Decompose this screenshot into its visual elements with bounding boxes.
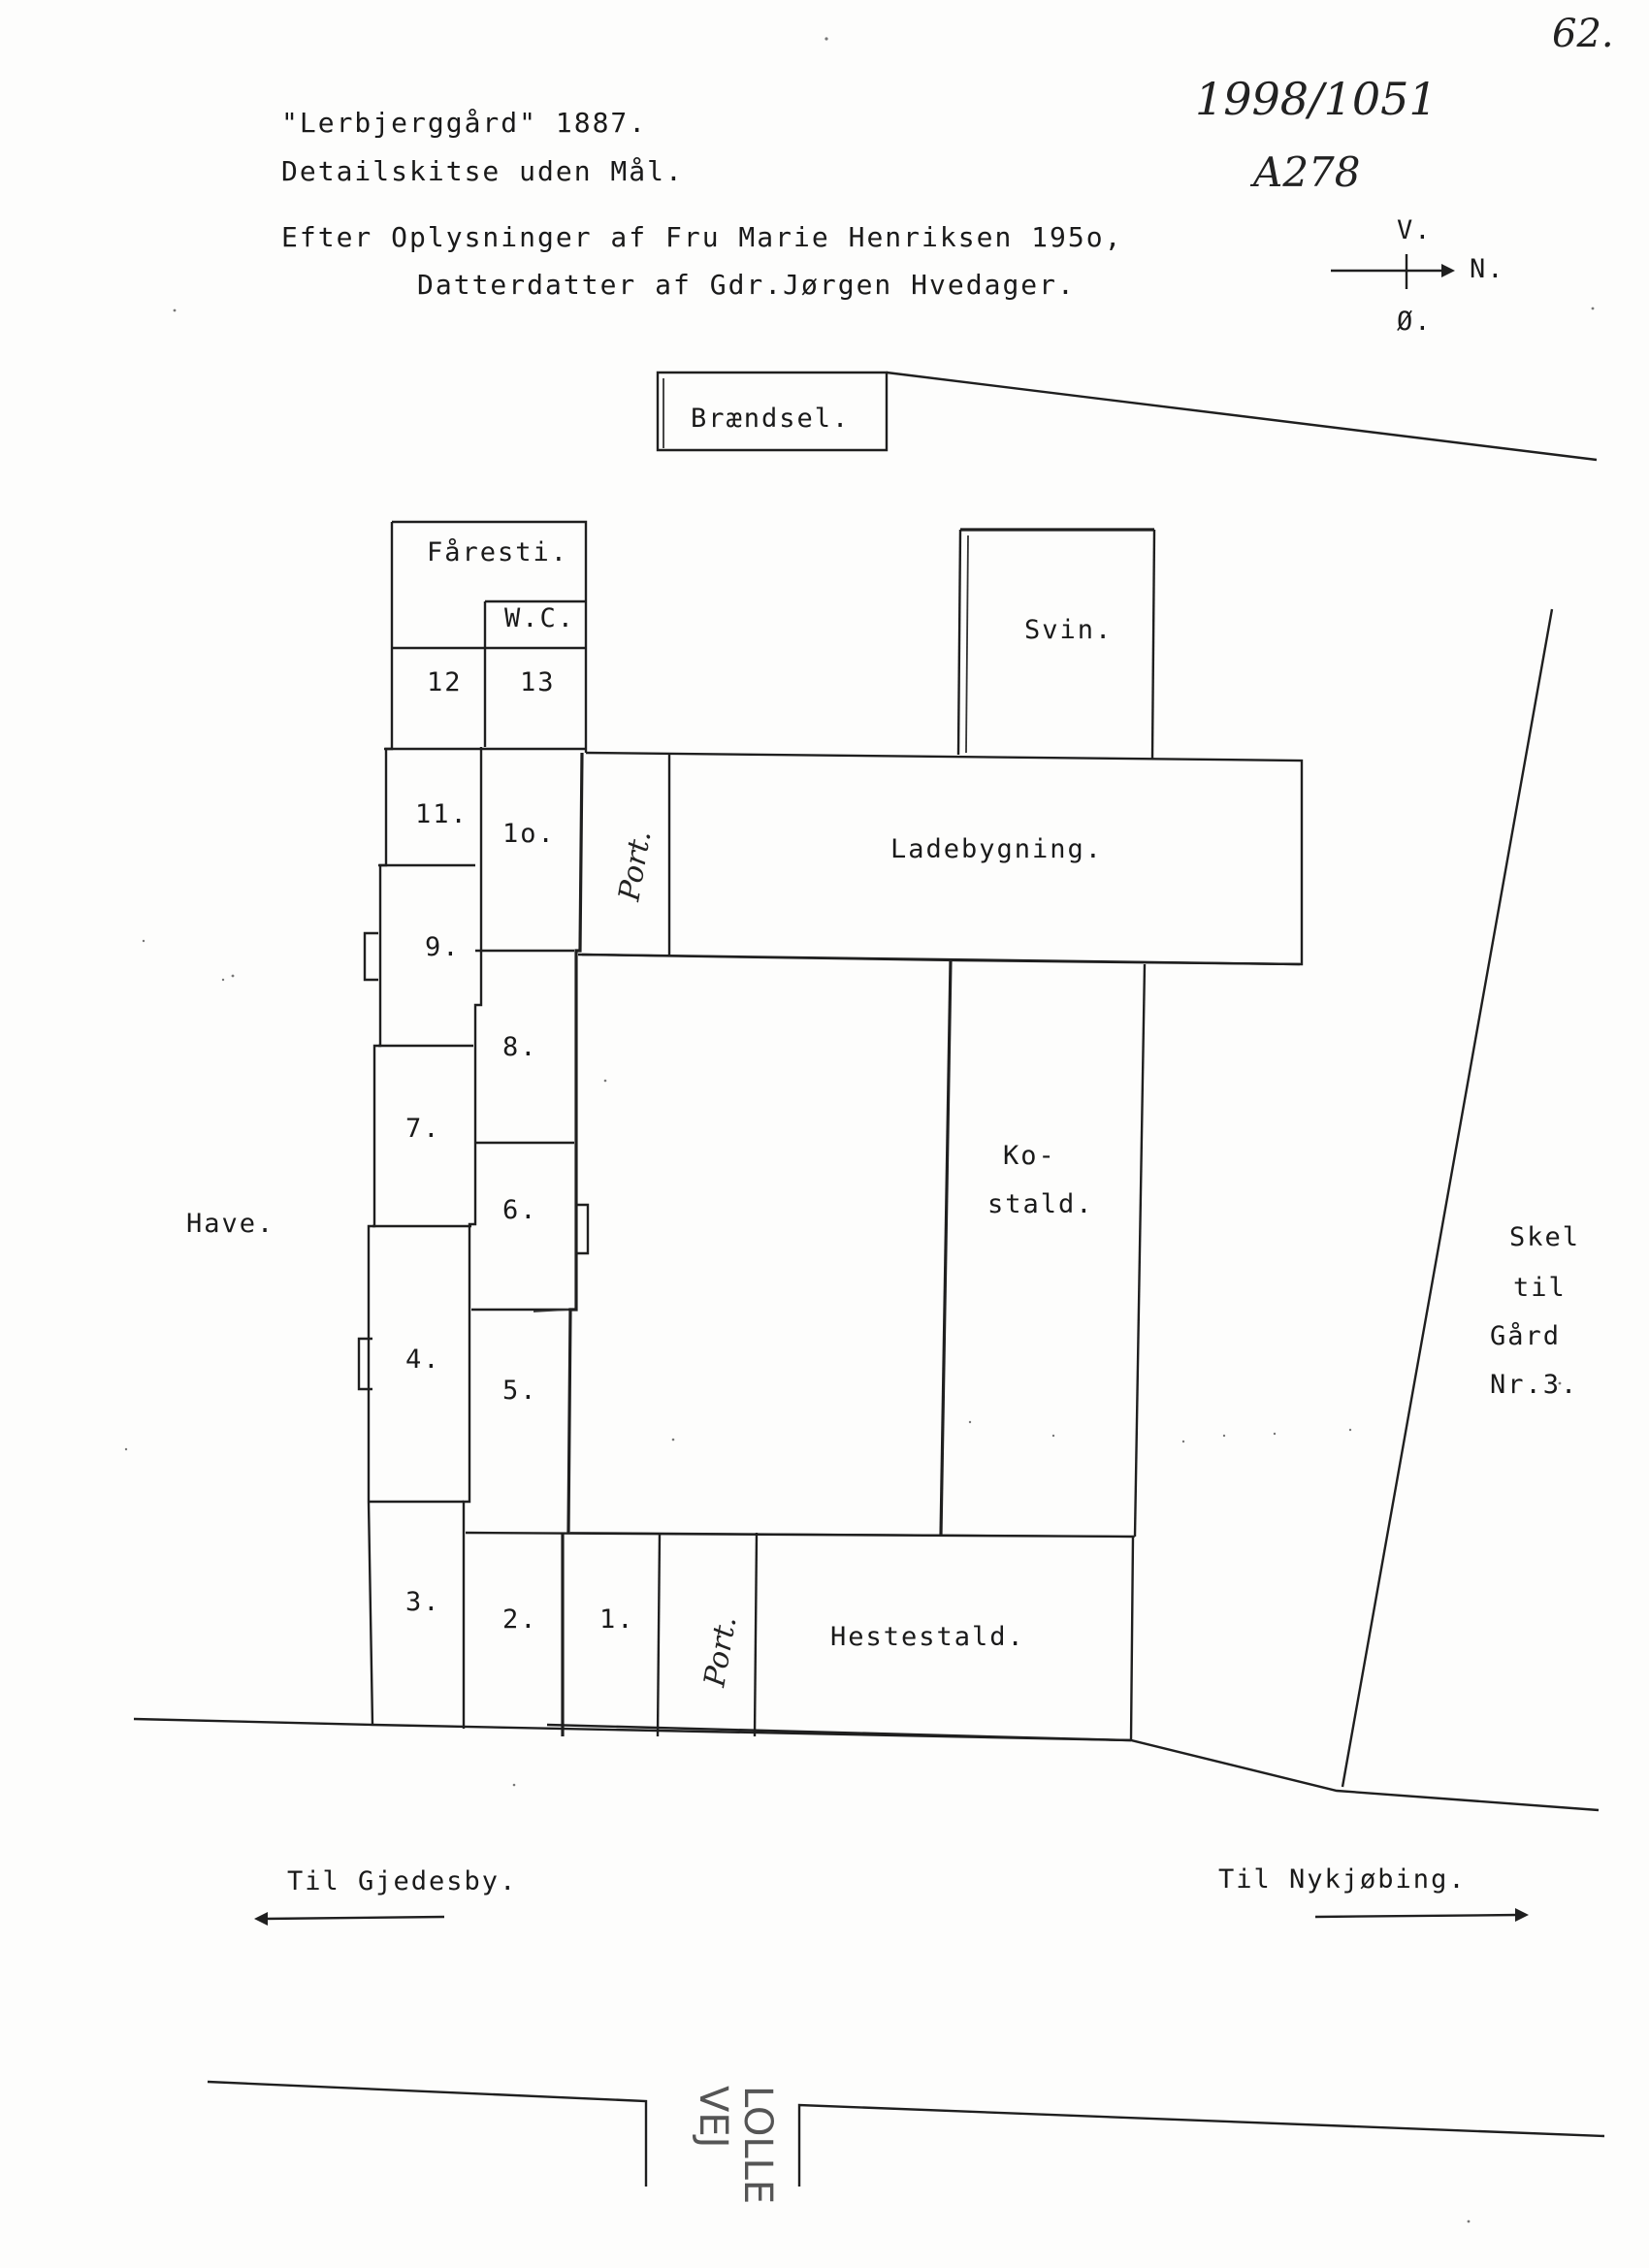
paper-specks (124, 37, 1595, 2223)
direction-gjedesby: Til Gjedesby. (287, 1866, 517, 1896)
room-6: 6. (502, 1195, 538, 1225)
room-2: 2. (502, 1604, 538, 1635)
door-marker (357, 1337, 372, 1391)
wc-label: W.C. (504, 603, 575, 633)
arrow-right-line (1314, 1913, 1520, 1919)
kostald-label-1: Ko- (1003, 1141, 1056, 1171)
braendsel-building: Brændsel. (656, 371, 889, 452)
south-wing: 2. 1. Hestestald. (465, 1531, 1135, 1742)
skel-label-1: Skel (1509, 1222, 1580, 1252)
room-13: 13 (520, 667, 556, 697)
property-boundary-east (1341, 608, 1554, 1788)
road-lollevej-west (207, 2080, 648, 2187)
room-7: 7. (405, 1114, 441, 1144)
braendsel-label: Brændsel. (691, 404, 850, 434)
map-title: "Lerbjerggård" 1887. (281, 107, 647, 139)
room-1: 1. (599, 1604, 635, 1635)
svin-label: Svin. (1024, 615, 1113, 645)
road-edge-north (133, 1717, 1600, 1812)
compass-east: Ø. (1397, 307, 1433, 337)
room-3: 3. (405, 1587, 441, 1617)
compass-north: N. (1470, 254, 1505, 284)
room-9: 9. (425, 932, 461, 962)
arrow-left-icon (254, 1912, 268, 1926)
door-marker (576, 1203, 590, 1255)
skel-label-2: til (1513, 1273, 1567, 1303)
port-south-label: Port. (697, 1613, 743, 1690)
arrow-left-line (263, 1915, 445, 1921)
property-boundary-north (886, 371, 1598, 462)
road-name-lolle: LOLLE (735, 2086, 780, 2204)
room-8: 8. (502, 1032, 538, 1062)
arrow-right-icon (1515, 1908, 1529, 1922)
port-north-label: Port. (612, 827, 658, 904)
room-12: 12 (427, 667, 463, 697)
room-11: 11. (415, 799, 469, 829)
room-5: 5. (502, 1376, 538, 1406)
arrow-right-icon (1441, 264, 1455, 277)
road-lollevej-east (797, 2103, 1605, 2187)
ladebygning-label: Ladebygning. (890, 834, 1103, 864)
hestestald-label: Hestestald. (830, 1622, 1025, 1652)
room-10: 1o. (502, 819, 556, 849)
skel-label-4: Nr.3. (1490, 1370, 1578, 1400)
svin-building: Svin. (956, 528, 1156, 760)
compass-west: V. (1397, 215, 1433, 245)
have-label: Have. (186, 1209, 275, 1239)
compass-rose: V. N. Ø. (1331, 215, 1505, 337)
skel-label-3: Gård (1490, 1321, 1561, 1351)
source-line-2: Datterdatter af Gdr.Jørgen Hvedager. (417, 269, 1076, 301)
room-4: 4. (405, 1345, 441, 1375)
kostald-building: Ko- stald. (569, 959, 1147, 1538)
archive-reference: 1998/1051 (1195, 73, 1438, 125)
map-subtitle: Detailskitse uden Mål. (281, 155, 684, 187)
kostald-label-2: stald. (987, 1189, 1094, 1219)
page-number: 62. (1552, 12, 1614, 56)
source-line-1: Efter Oplysninger af Fru Marie Henriksen… (281, 221, 1122, 253)
road-name-vej: VEJ (691, 2086, 735, 2148)
ladebygning-building: Ladebygning. (577, 751, 1304, 966)
archive-code: A278 (1249, 148, 1361, 196)
door-marker (363, 931, 378, 982)
direction-nykjobing: Til Nykjøbing. (1218, 1864, 1467, 1895)
faaresti-label: Fåresti. (427, 537, 568, 567)
west-wing (357, 520, 590, 1729)
